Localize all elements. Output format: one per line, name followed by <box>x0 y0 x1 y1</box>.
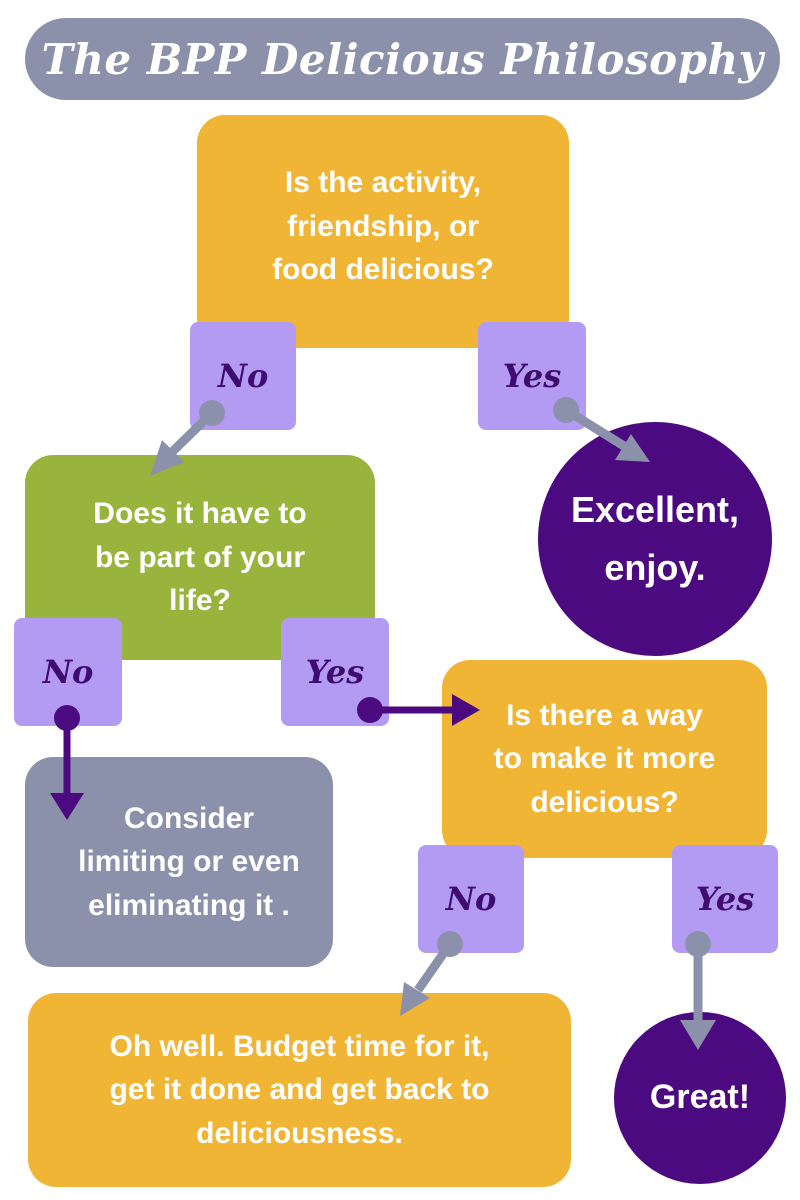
page-title: The BPP Delicious Philosophy <box>41 34 764 84</box>
arrow-q1-no <box>150 400 225 476</box>
question-more-delicious-text: Is there a way to make it more delicious… <box>493 698 716 819</box>
consider-limiting-box: Consider limiting or even eliminating it… <box>25 757 333 967</box>
title-bar: The BPP Delicious Philosophy <box>25 18 780 100</box>
q3-no-tag: No <box>418 845 524 953</box>
q3-no-label: No <box>445 880 497 918</box>
question-more-delicious-box: Is there a way to make it more delicious… <box>442 660 767 858</box>
consider-limiting-text: Consider limiting or even eliminating it… <box>78 801 300 922</box>
arrow-q1-yes <box>553 397 650 462</box>
excellent-enjoy-text: Excellent, enjoy. <box>570 489 740 588</box>
great-text: Great! <box>649 1078 751 1117</box>
q1-no-label: No <box>217 357 269 395</box>
excellent-enjoy-circle: Excellent, enjoy. <box>538 422 772 656</box>
arrow-q2-no <box>50 705 84 820</box>
oh-well-text: Oh well. Budget time for it, get it done… <box>109 1029 490 1150</box>
arrow-q3-no <box>400 931 463 1016</box>
q1-yes-label: Yes <box>502 357 562 395</box>
q2-no-label: No <box>42 653 94 691</box>
question-part-of-life-text: Does it have to be part of your life? <box>93 497 307 618</box>
q2-yes-tag: Yes <box>281 618 389 726</box>
q2-yes-label: Yes <box>305 653 365 691</box>
oh-well-box: Oh well. Budget time for it, get it done… <box>28 993 571 1187</box>
question-delicious-box: Is the activity, friendship, or food del… <box>197 115 569 348</box>
arrow-q2-yes <box>357 694 480 726</box>
arrow-q3-yes <box>680 931 716 1050</box>
question-delicious-text: Is the activity, friendship, or food del… <box>272 166 494 287</box>
q3-yes-label: Yes <box>695 880 755 918</box>
